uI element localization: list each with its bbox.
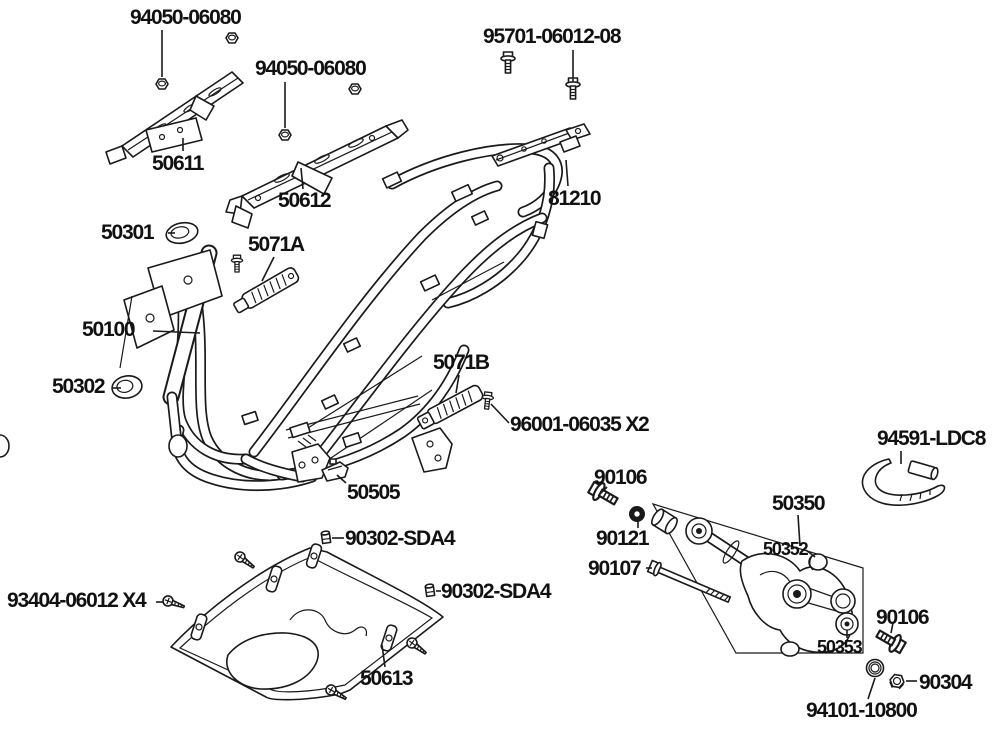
part-label-90106-2: 90106 xyxy=(876,606,930,629)
part-label-50353: 50353 xyxy=(817,637,863,657)
part-label-90106-1: 90106 xyxy=(594,466,648,489)
nut-icon xyxy=(155,78,169,90)
part-label-95701-06012-08: 95701-06012-08 xyxy=(483,25,622,48)
engine-hanger-50350-drawing xyxy=(651,502,864,657)
part-label-96001-06035: 96001-06035 X2 xyxy=(510,413,650,436)
part-label-93404-06012: 93404-06012 X4 xyxy=(7,589,147,612)
part-label-50301: 50301 xyxy=(101,221,155,244)
under-cover-50613-drawing xyxy=(170,543,444,701)
nut-icon xyxy=(320,529,332,545)
part-label-50613: 50613 xyxy=(360,667,414,690)
part-label-90302-SDA4-2: 90302-SDA4 xyxy=(441,580,552,603)
frame-body-drawing xyxy=(0,143,563,492)
washer-94101-icon xyxy=(865,658,885,678)
nut-icon xyxy=(348,83,362,95)
part-label-90121: 90121 xyxy=(596,527,650,550)
ring-50302-drawing xyxy=(111,375,143,399)
bracket-50505-drawing xyxy=(321,458,349,482)
part-label-50505: 50505 xyxy=(347,481,401,504)
nut-icon xyxy=(424,582,436,598)
part-label-50612: 50612 xyxy=(278,189,332,212)
bolt-icon xyxy=(230,254,244,273)
crossmember-81210-drawing xyxy=(491,123,591,167)
band-94591-drawing xyxy=(861,458,946,506)
part-label-90304: 90304 xyxy=(919,671,973,694)
part-label-94050-06080-2: 94050-06080 xyxy=(255,57,367,80)
part-label-5071A: 5071A xyxy=(248,233,305,256)
footrest-5071B-drawing xyxy=(416,384,484,430)
flange-bolt-icon xyxy=(872,624,909,658)
part-label-94050-06080-1: 94050-06080 xyxy=(130,6,242,29)
part-label-50100: 50100 xyxy=(82,318,136,341)
part-label-50352: 50352 xyxy=(763,539,809,559)
screw-icon xyxy=(160,593,187,613)
flange-bolt-icon xyxy=(500,51,516,74)
footrest-5071A-drawing xyxy=(233,267,300,314)
screw-icon xyxy=(232,549,258,573)
part-label-94591-LDC8: 94591-LDC8 xyxy=(877,427,986,450)
crossmember-50611-drawing xyxy=(105,71,244,165)
long-bolt-90107-icon xyxy=(646,559,732,603)
nut-icon xyxy=(278,129,292,141)
part-label-5071B: 5071B xyxy=(433,351,490,374)
crossmember-50612-drawing xyxy=(225,119,409,229)
part-label-90302-SDA4-1: 90302-SDA4 xyxy=(345,527,456,550)
part-label-50350: 50350 xyxy=(772,492,826,515)
nut-icon xyxy=(225,32,239,44)
part-label-94101-10800: 94101-10800 xyxy=(806,699,918,722)
leader-lines xyxy=(113,30,917,700)
screw-icon xyxy=(404,635,430,659)
part-label-50302: 50302 xyxy=(52,375,106,398)
part-label-50611: 50611 xyxy=(152,152,204,175)
nut-90304-icon xyxy=(889,673,905,690)
washer-90121-icon xyxy=(629,506,645,522)
ring-50301-drawing xyxy=(165,221,199,245)
part-label-90107: 90107 xyxy=(588,557,642,580)
part-label-81210: 81210 xyxy=(548,187,602,210)
